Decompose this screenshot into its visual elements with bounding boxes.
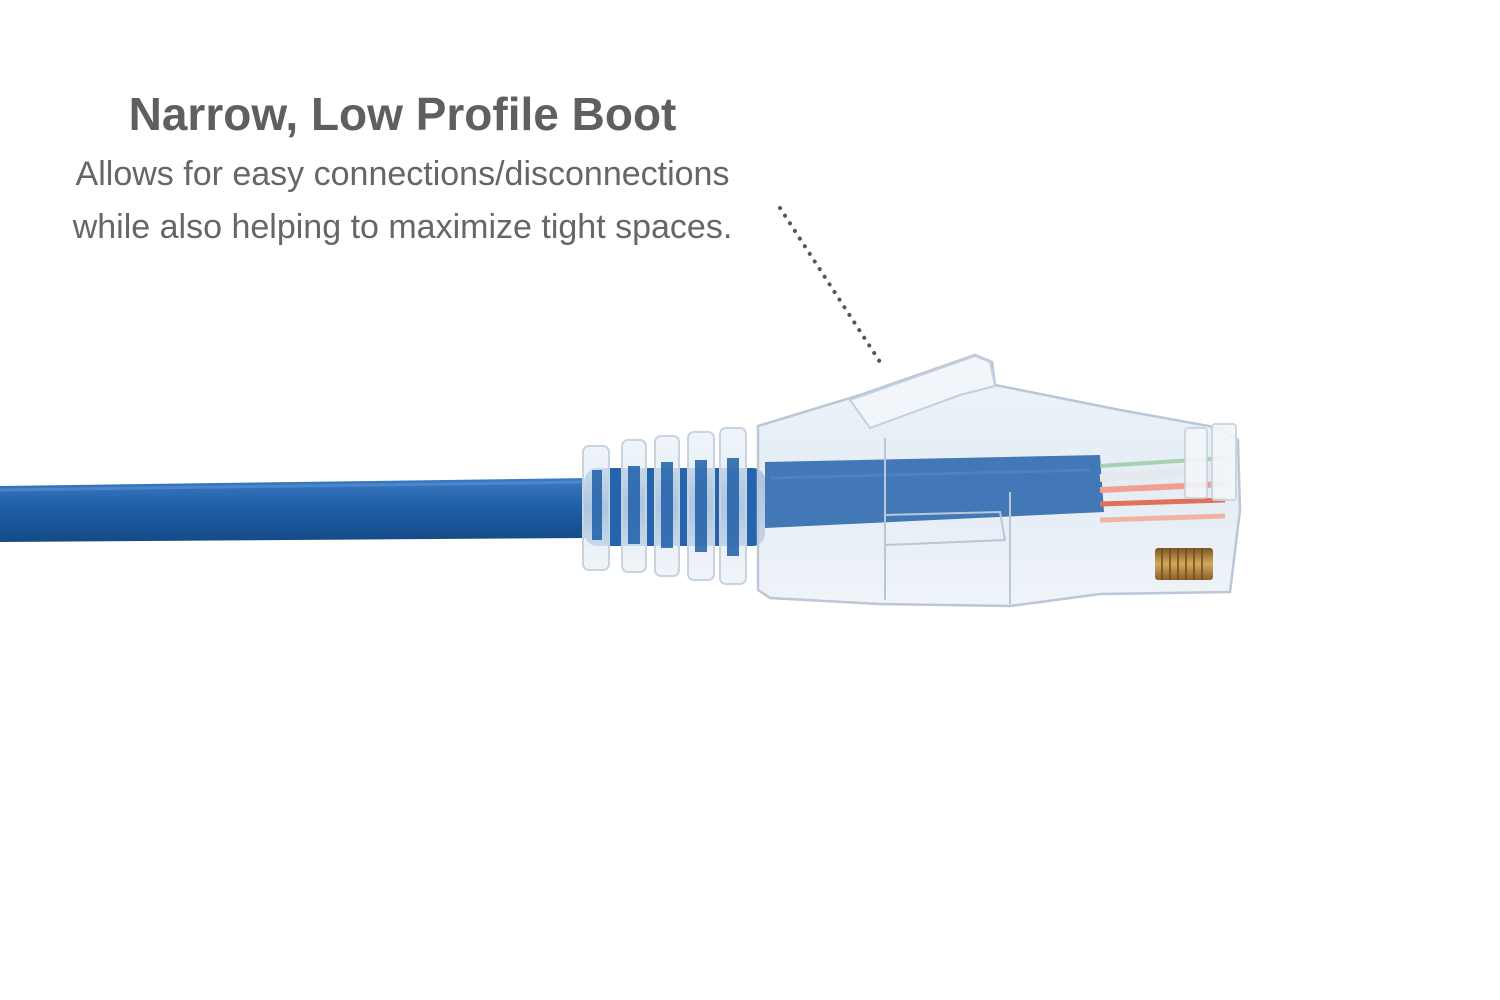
callout-leader-line (778, 206, 882, 364)
boot (582, 427, 765, 585)
callout-description: Allows for easy connections/disconnectio… (0, 148, 805, 254)
callout-description-line-1: Allows for easy connections/disconnectio… (75, 155, 730, 193)
callout-title: Narrow, Low Profile Boot (128, 88, 677, 140)
callout-text-block: Narrow, Low Profile Boot Allows for easy… (0, 82, 805, 254)
gold-contacts (1155, 548, 1213, 580)
cable (0, 478, 591, 542)
callout-description-line-2: while also helping to maximize tight spa… (72, 208, 733, 246)
connector-housing (756, 353, 1242, 608)
